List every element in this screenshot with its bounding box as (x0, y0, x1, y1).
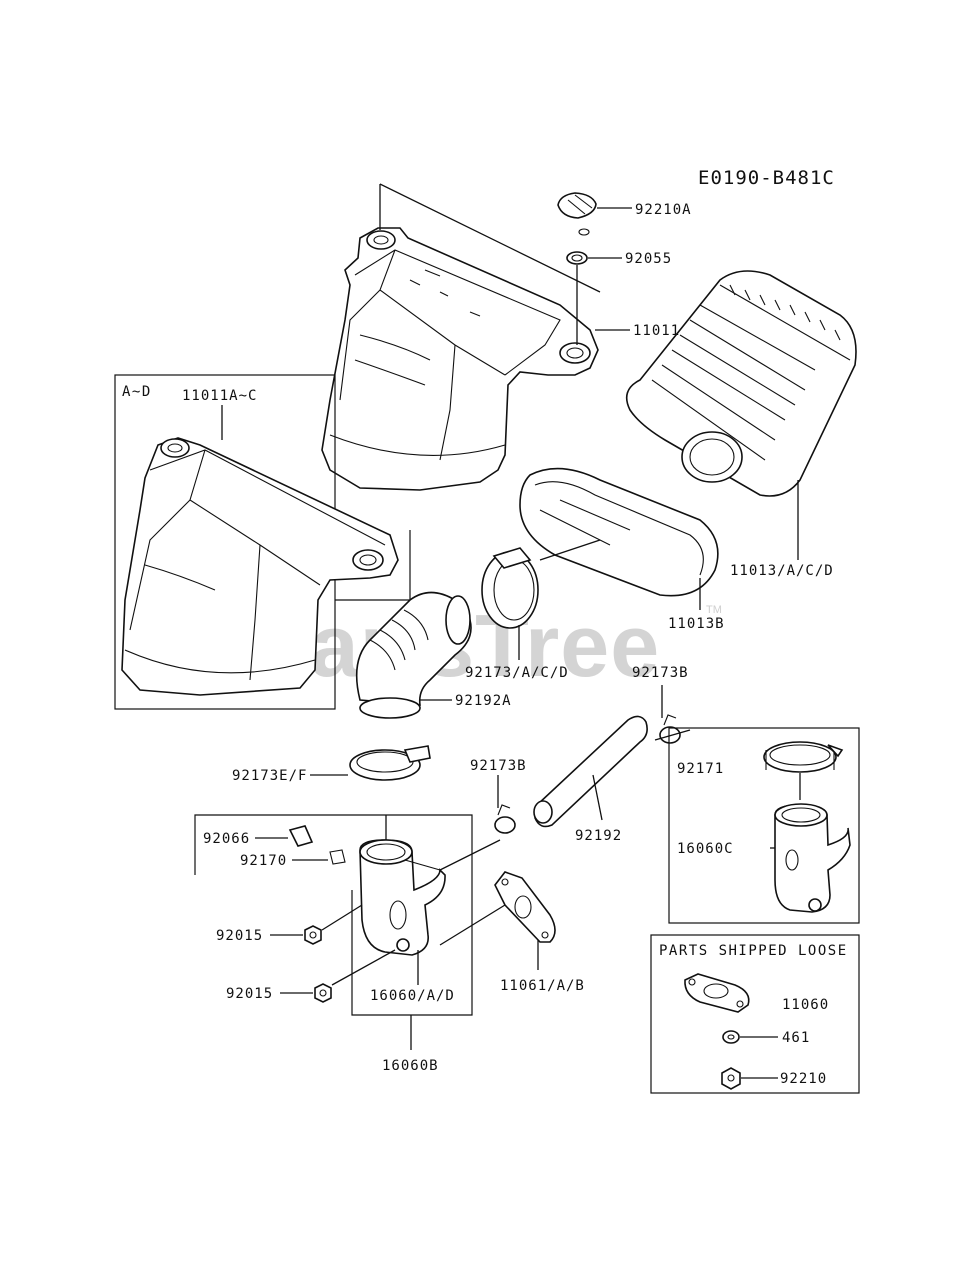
loose-nut[interactable] (721, 1067, 741, 1090)
label-11060: 11060 (782, 997, 829, 1013)
label-92066: 92066 (203, 831, 250, 847)
alt-parts-box (668, 727, 860, 924)
loose-gasket[interactable] (684, 973, 750, 1013)
nut-upper[interactable] (304, 925, 322, 945)
air-filter-element[interactable] (625, 270, 857, 497)
label-92015-upper: 92015 (216, 928, 263, 944)
nut-lower[interactable] (314, 983, 332, 1003)
assembly-bracket (194, 814, 473, 1016)
label-92171: 92171 (677, 761, 724, 777)
variant-box-title: A~D (122, 384, 152, 400)
label-92170: 92170 (240, 853, 287, 869)
label-16060AD: 16060/A/D (370, 988, 455, 1004)
clip-92170[interactable] (329, 849, 346, 865)
intake-elbow[interactable] (359, 839, 446, 956)
breather-hose[interactable] (533, 715, 648, 828)
label-16060B: 16060B (382, 1058, 439, 1074)
pre-cleaner[interactable] (519, 467, 719, 597)
loose-parts-box (650, 934, 860, 1094)
elbow-hose[interactable] (355, 591, 472, 719)
label-11061: 11061/A/B (500, 978, 585, 994)
label-11011: 11011 (633, 323, 680, 339)
label-16060C: 16060C (677, 841, 734, 857)
gasket[interactable] (494, 871, 556, 943)
small-clamp-mid[interactable] (494, 804, 516, 834)
label-92173B-mid: 92173B (470, 758, 527, 774)
watermark-tm: TM (706, 604, 722, 616)
label-92173ACD: 92173/A/C/D (465, 665, 569, 681)
variant-cover[interactable] (121, 437, 399, 696)
clamp-hose[interactable] (349, 745, 431, 781)
label-92210A: 92210A (635, 202, 692, 218)
small-clamp-top[interactable] (659, 714, 681, 744)
label-92015-lower: 92015 (226, 986, 273, 1002)
seal-ring[interactable] (566, 251, 588, 265)
label-92173B-top: 92173B (632, 665, 689, 681)
loose-parts-title: PARTS SHIPPED LOOSE (659, 943, 848, 959)
alt-clamp[interactable] (763, 741, 844, 773)
loose-washer[interactable] (722, 1030, 740, 1044)
label-92055: 92055 (625, 251, 672, 267)
air-cleaner-cover[interactable] (321, 227, 599, 491)
alt-intake-elbow[interactable] (774, 803, 851, 913)
variant-part-label: 11011A~C (182, 388, 257, 404)
knob[interactable] (557, 192, 597, 236)
label-11013B: 11013B (668, 616, 725, 632)
label-92173EF: 92173E/F (232, 768, 307, 784)
label-461: 461 (782, 1030, 810, 1046)
diagram-code: E0190-B481C (698, 167, 835, 189)
label-11013: 11013/A/C/D (730, 563, 834, 579)
clamp-large[interactable] (481, 547, 539, 629)
fitting-92066[interactable] (288, 825, 314, 847)
label-92192: 92192 (575, 828, 622, 844)
label-92210: 92210 (780, 1071, 827, 1087)
label-92192A: 92192A (455, 693, 512, 709)
